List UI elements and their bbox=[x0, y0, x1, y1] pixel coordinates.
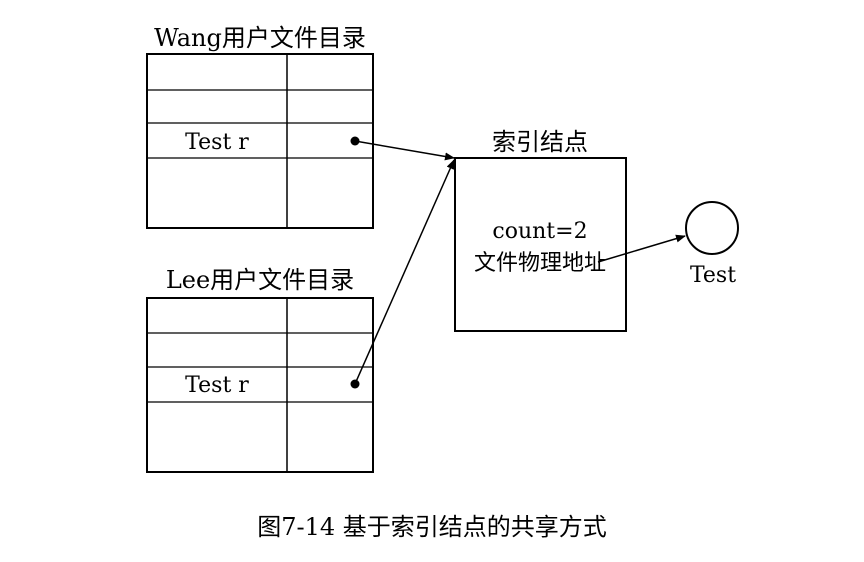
wang-entry-name: Test r bbox=[185, 130, 249, 155]
index-to-file-arrow bbox=[597, 234, 686, 263]
index-node-box bbox=[454, 157, 627, 332]
index-node-count: count=2 bbox=[492, 219, 587, 244]
index-node-address: 文件物理地址 bbox=[474, 251, 606, 276]
index-node-title: 索引结点 bbox=[492, 128, 588, 156]
lee-to-index-arrow bbox=[354, 159, 455, 385]
wang-table-title: Wang用户文件目录 bbox=[154, 24, 366, 52]
file-node-label: Test bbox=[690, 263, 736, 288]
lee-entry-name: Test r bbox=[185, 373, 249, 398]
wang-to-index-arrow bbox=[354, 140, 455, 161]
lee-directory-table bbox=[146, 297, 374, 473]
wang-directory-table bbox=[146, 53, 374, 229]
figure-caption: 图7-14 基于索引结点的共享方式 bbox=[257, 513, 607, 541]
lee-table-title: Lee用户文件目录 bbox=[166, 266, 354, 294]
file-node-circle bbox=[685, 201, 739, 255]
